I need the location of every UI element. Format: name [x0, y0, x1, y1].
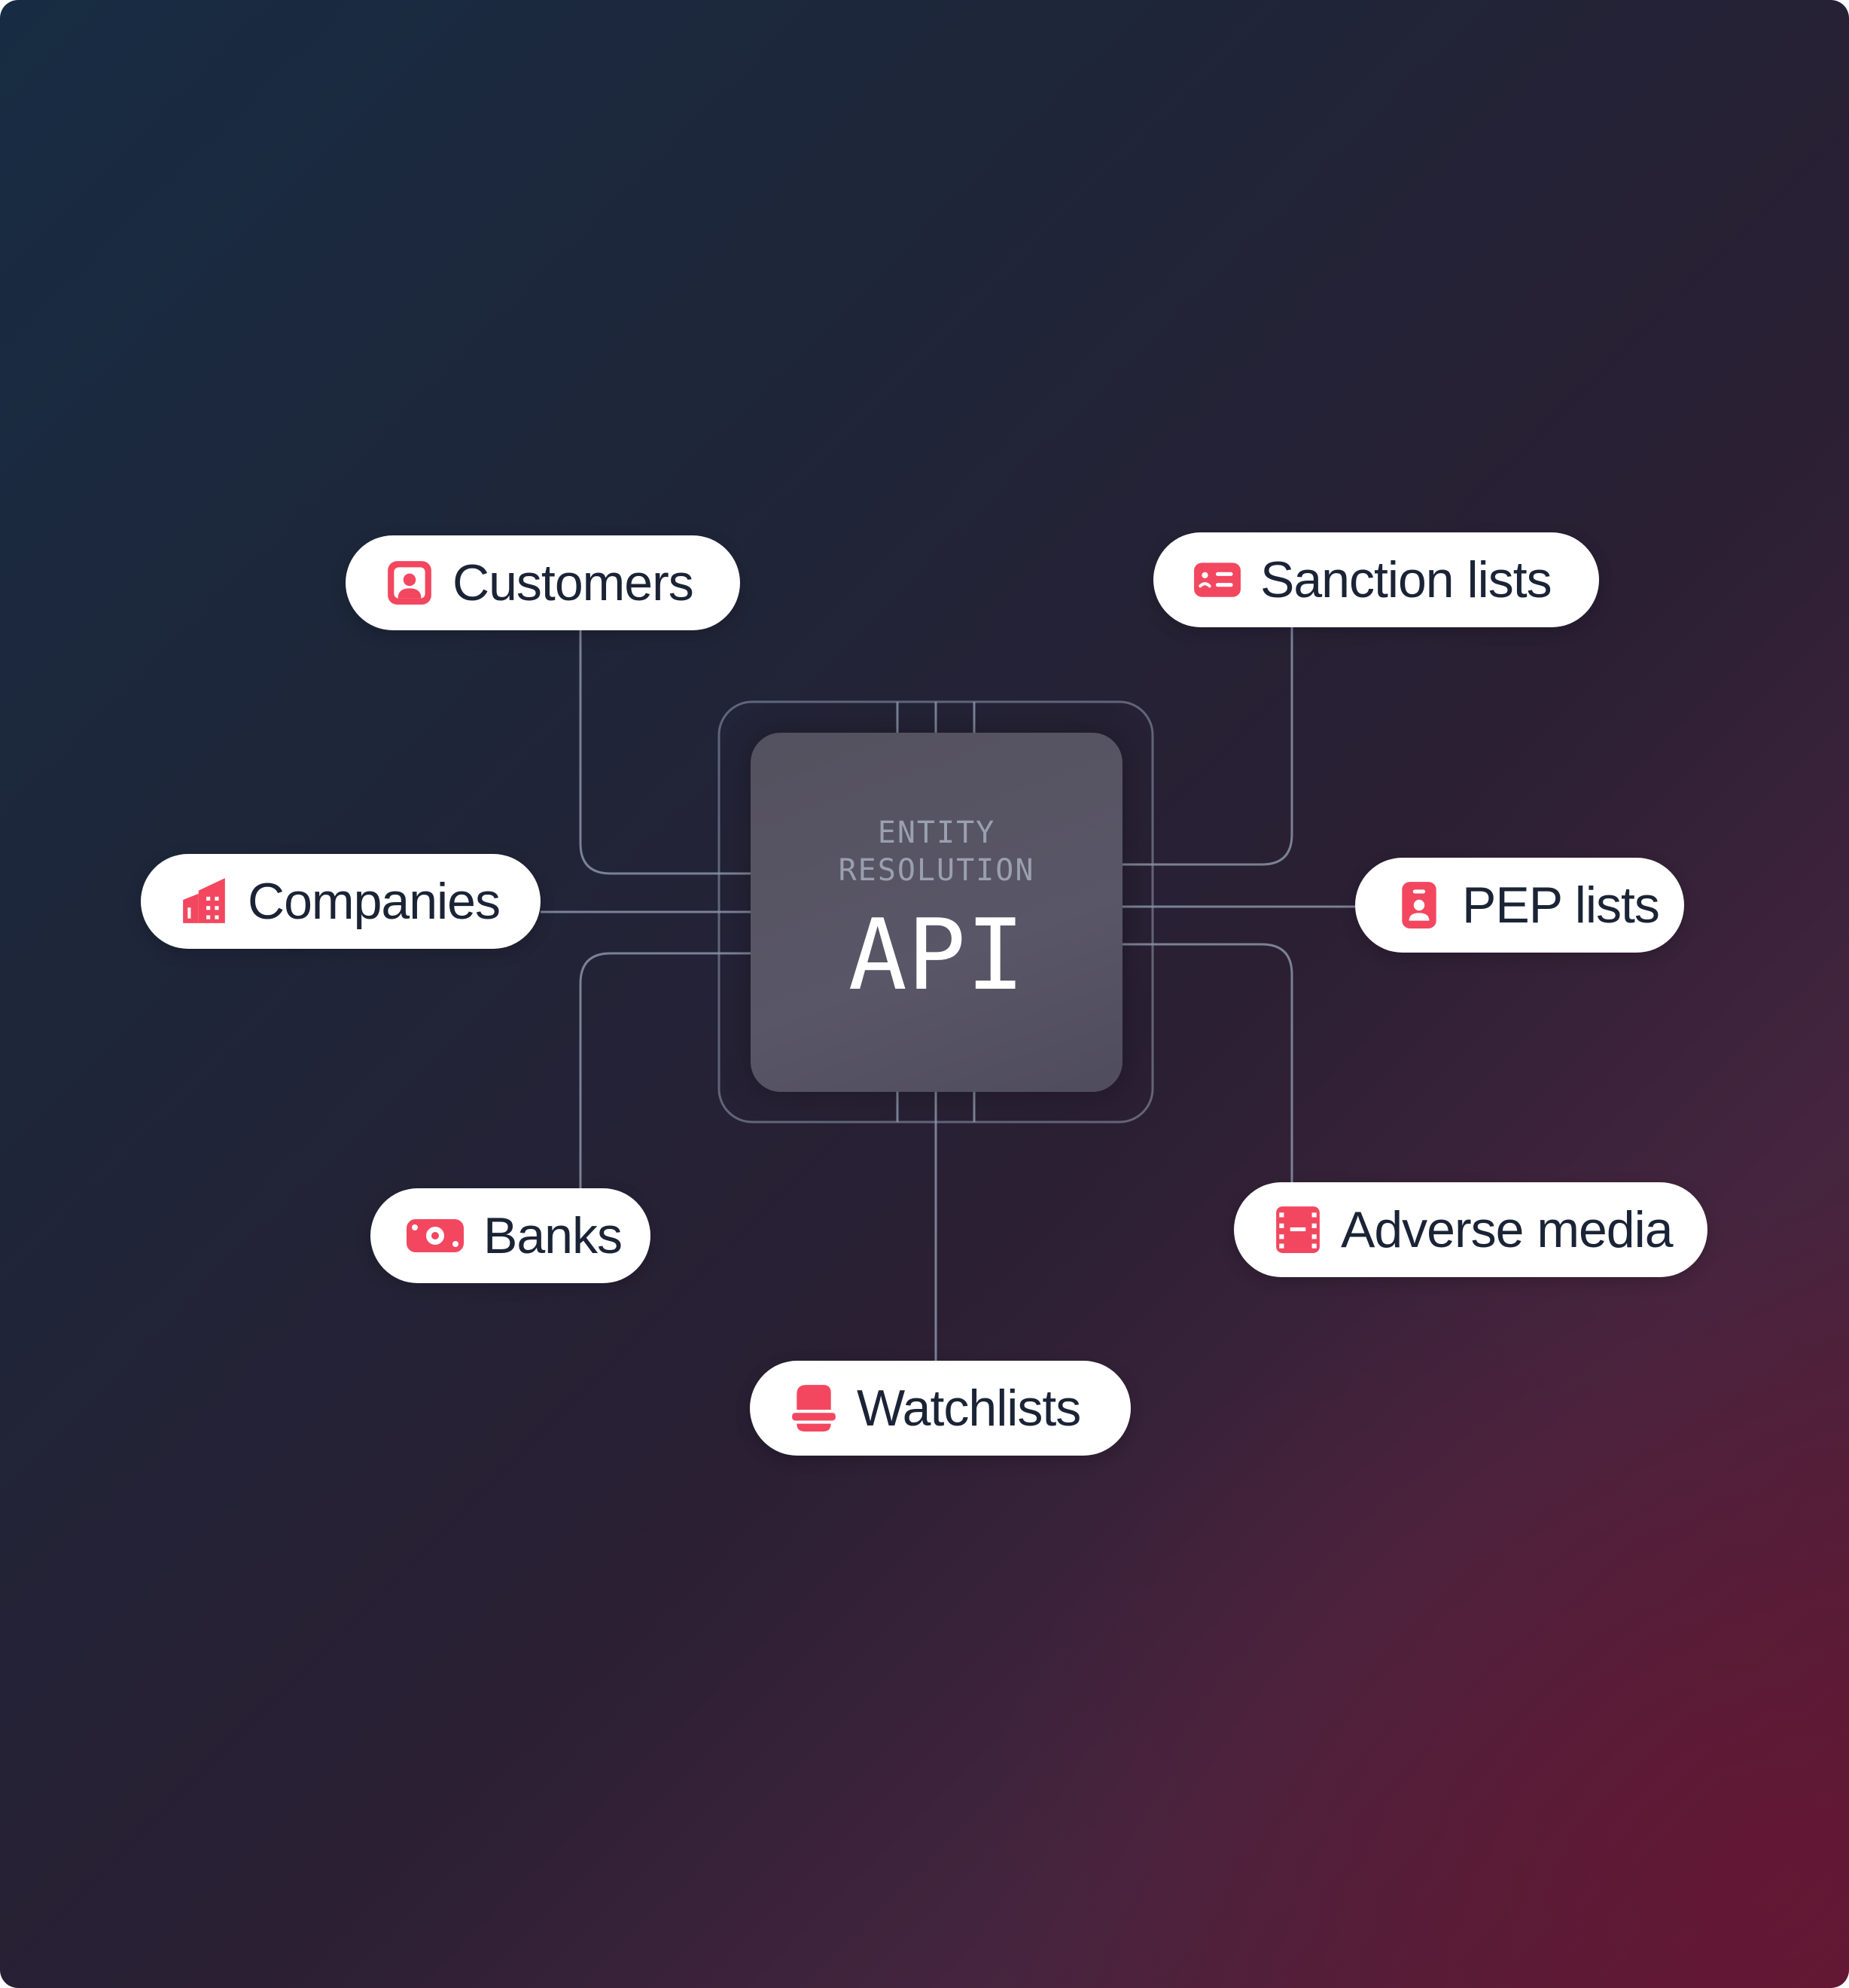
connector-customers	[579, 630, 751, 875]
person-portrait-icon	[388, 561, 431, 605]
banknote-icon	[407, 1219, 464, 1252]
node-label: PEP lists	[1462, 877, 1660, 934]
node-label: Adverse media	[1341, 1201, 1674, 1258]
node-label: Sanction lists	[1260, 551, 1552, 608]
hub-subtitle-line2: RESOLUTION	[838, 853, 1035, 888]
film-icon	[1276, 1206, 1320, 1253]
building-icon	[183, 878, 225, 923]
api-hub: ENTITY RESOLUTION API	[751, 733, 1122, 1092]
connector-banks	[579, 952, 751, 1188]
connector-adverse-media	[1122, 943, 1293, 1182]
hub-title: API	[848, 898, 1025, 1012]
node-label: Watchlists	[857, 1380, 1081, 1437]
node-label: Companies	[248, 873, 501, 930]
badge-icon	[1402, 882, 1436, 928]
node-banks: Banks	[370, 1188, 650, 1283]
stamp-icon	[792, 1385, 836, 1432]
node-label: Customers	[452, 554, 694, 611]
hub-subtitle-line1: ENTITY	[877, 816, 996, 850]
node-customers: Customers	[346, 535, 740, 630]
id-card-icon	[1194, 563, 1241, 597]
connector-sanction-lists	[1122, 627, 1293, 866]
node-adverse-media: Adverse media	[1234, 1182, 1707, 1277]
node-pep-lists: PEP lists	[1355, 858, 1684, 953]
node-sanction-lists: Sanction lists	[1153, 532, 1599, 627]
node-label: Banks	[483, 1207, 623, 1264]
node-companies: Companies	[141, 854, 541, 949]
node-watchlists: Watchlists	[750, 1361, 1131, 1456]
